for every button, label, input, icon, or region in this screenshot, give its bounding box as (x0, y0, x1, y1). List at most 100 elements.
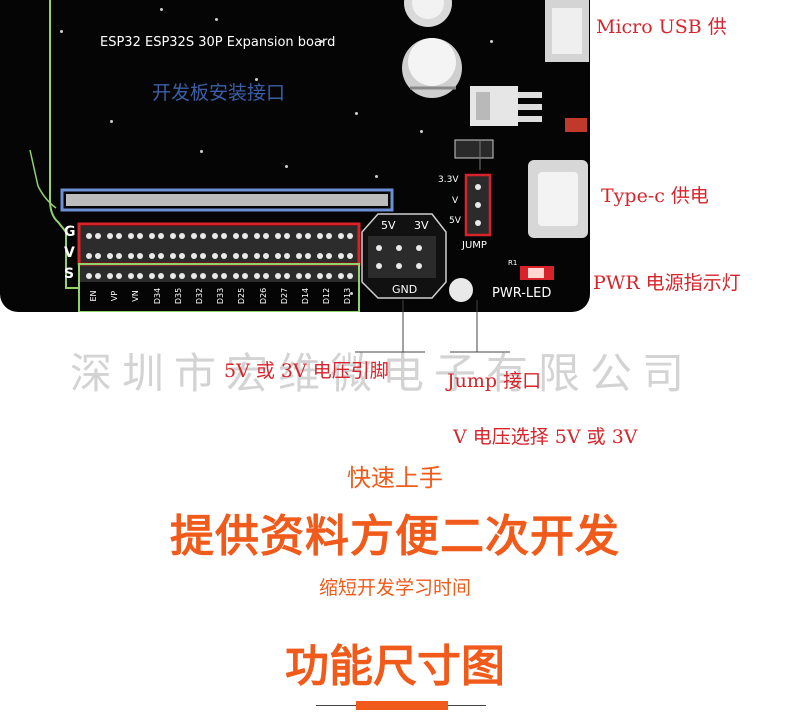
header-pin (347, 233, 353, 239)
header-pin (254, 233, 260, 239)
header-pin (305, 273, 311, 279)
header-pin (254, 253, 260, 259)
board-title: ESP32 ESP32S 30P Expansion board (100, 35, 336, 50)
voltage-header-pin (376, 245, 382, 251)
header-pin (149, 253, 155, 259)
header-pin (326, 273, 332, 279)
header-pin (233, 273, 239, 279)
header-pin (158, 253, 164, 259)
jump-5v-label: 5V (449, 216, 461, 226)
header-pin (158, 233, 164, 239)
led-label: PWR-LED (492, 286, 552, 301)
header-gnd-label: GND (392, 283, 418, 296)
header-pin (95, 233, 101, 239)
header-pin (284, 273, 290, 279)
header-pin (200, 233, 206, 239)
header-5v-label: 5V (381, 219, 396, 232)
section-accent-bar (356, 701, 448, 710)
header-pin (242, 253, 248, 259)
header-pin (128, 233, 134, 239)
header-pin (107, 233, 113, 239)
header-pin (317, 273, 323, 279)
header-pin (191, 273, 197, 279)
header-pin (149, 273, 155, 279)
section-title: 功能尺寸图 (285, 641, 505, 692)
header-pin (86, 253, 92, 259)
annotation-pwr-led: PWR 电源指示灯 (593, 272, 741, 294)
header-pin (200, 253, 206, 259)
header-pin (284, 253, 290, 259)
header-pin (212, 233, 218, 239)
header-pin (137, 233, 143, 239)
header-pin (107, 273, 113, 279)
header-pin (347, 273, 353, 279)
header-pin (137, 253, 143, 259)
header-pin (233, 253, 239, 259)
header-pin (137, 273, 143, 279)
header-pin (305, 233, 311, 239)
header-pin (95, 253, 101, 259)
header-pin (296, 233, 302, 239)
promo-headline: 提供资料方便二次开发 (170, 511, 620, 562)
annotation-voltage-pins: 5V 或 3V 电压引脚 (224, 360, 389, 382)
jump-pin (475, 220, 481, 226)
led-id: R1 (508, 259, 518, 267)
header-pin (179, 273, 185, 279)
header-pin (221, 233, 227, 239)
annotation-v-select: V 电压选择 5V 或 3V (453, 426, 638, 448)
header-pin (95, 273, 101, 279)
header-pin (284, 233, 290, 239)
header-pin (128, 253, 134, 259)
header-pin (275, 253, 281, 259)
row-label-s: S (64, 266, 75, 282)
header-pin (116, 253, 122, 259)
board-subtitle: 开发板安装接口 (152, 82, 286, 104)
header-pin (200, 273, 206, 279)
row-labels: G V S (64, 222, 78, 285)
header-3v-label: 3V (414, 219, 429, 232)
header-pin (305, 253, 311, 259)
annotation-jump: Jump 接口 (447, 370, 542, 392)
header-pin (347, 253, 353, 259)
header-pin (212, 253, 218, 259)
voltage-header-pin (396, 263, 402, 269)
header-pin (338, 253, 344, 259)
header-pin (263, 273, 269, 279)
header-pin (221, 273, 227, 279)
header-pin (179, 233, 185, 239)
row-label-v: V (64, 245, 75, 261)
header-pin (242, 233, 248, 239)
header-pin (317, 253, 323, 259)
header-pin (116, 233, 122, 239)
header-pin (263, 233, 269, 239)
voltage-header-pin (416, 245, 422, 251)
header-pin (296, 253, 302, 259)
header-pin (275, 233, 281, 239)
header-pin (212, 273, 218, 279)
voltage-header-pin (416, 263, 422, 269)
header-pin (326, 233, 332, 239)
annotation-micro-usb: Micro USB 供 (596, 16, 727, 38)
header-pin (242, 273, 248, 279)
header-pin (296, 273, 302, 279)
header-pin (317, 233, 323, 239)
promo-kicker: 快速上手 (347, 464, 443, 492)
watermark: 深圳市宏维微电子有限公司 (70, 349, 695, 398)
header-pin (338, 233, 344, 239)
jump-name: JUMP (462, 240, 487, 251)
header-pin (107, 253, 113, 259)
header-pin (149, 233, 155, 239)
header-pin (179, 253, 185, 259)
row-label-g: G (64, 224, 76, 240)
header-pin (170, 253, 176, 259)
voltage-header-pin (376, 263, 382, 269)
annotation-typec: Type-c 供电 (601, 185, 709, 207)
header-pin (116, 273, 122, 279)
header-pin (233, 233, 239, 239)
header-pin (86, 233, 92, 239)
promo-tagline: 缩短开发学习时间 (318, 577, 471, 599)
jump-pin (475, 202, 481, 208)
header-pin (158, 273, 164, 279)
header-pin (191, 233, 197, 239)
jump-3v3-label: 3.3V (438, 175, 459, 185)
